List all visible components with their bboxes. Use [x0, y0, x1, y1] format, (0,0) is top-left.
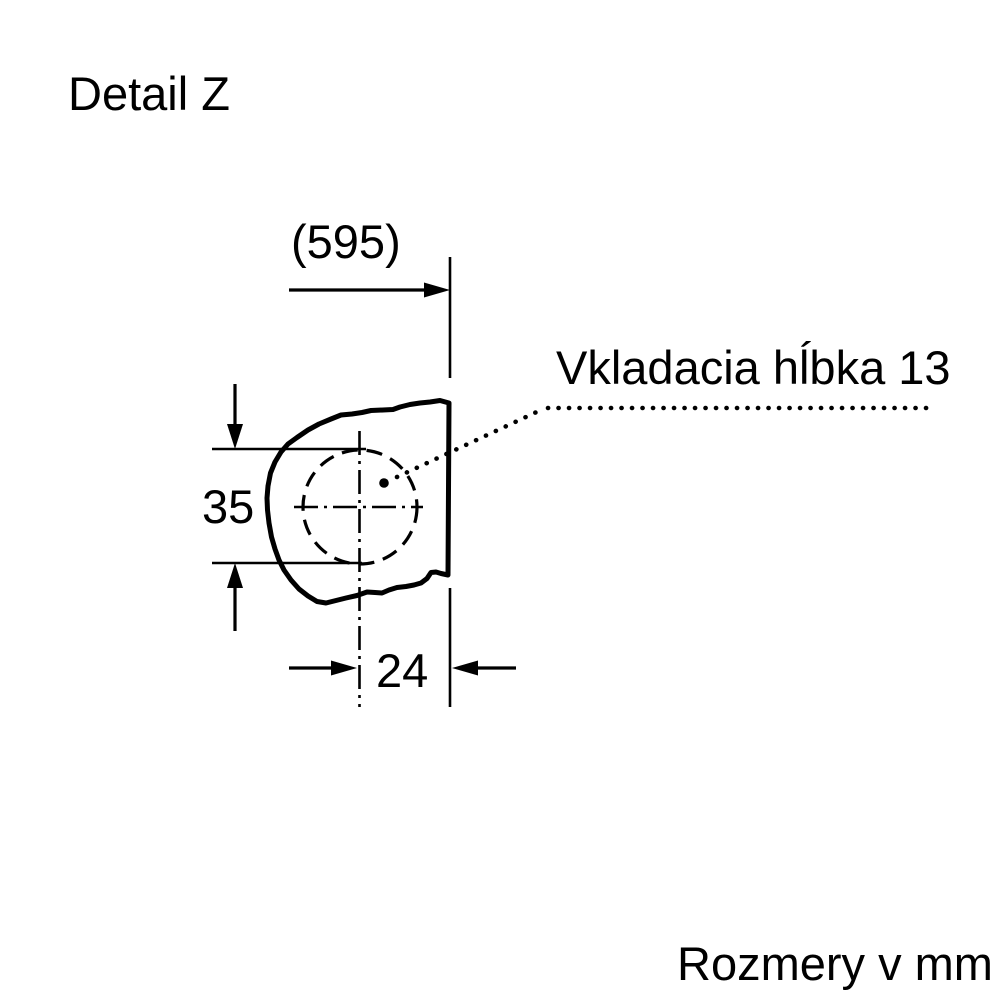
dim-24-label: 24: [376, 644, 429, 697]
leader-diagonal-dotted: [394, 407, 545, 480]
dim-595-label: (595): [291, 215, 401, 268]
dim-35-label: 35: [202, 480, 255, 533]
leader-line-group: [379, 405, 939, 488]
section-blob-path: [264, 398, 452, 606]
hole-dashed-circle: [301, 448, 419, 566]
dim-35-arrowhead-up-icon: [227, 563, 243, 588]
dim-595-group: [289, 257, 452, 707]
dim-595-arrowhead-right-icon: [424, 282, 450, 298]
units-note: Rozmery v mm: [677, 937, 993, 990]
cutout-section-outline: [264, 398, 452, 606]
page-title: Detail Z: [68, 67, 230, 120]
insertion-depth-label: Vkladacia hĺbka 13: [556, 341, 951, 394]
dim-24-arrowhead-left-icon: [452, 660, 478, 676]
dim-35-arrowhead-down-icon: [227, 424, 243, 449]
dim-24-arrowhead-right-icon: [331, 660, 357, 676]
leader-start-dot: [379, 478, 389, 488]
dim-35-group: [212, 384, 366, 631]
dim-24-group: [289, 660, 516, 676]
